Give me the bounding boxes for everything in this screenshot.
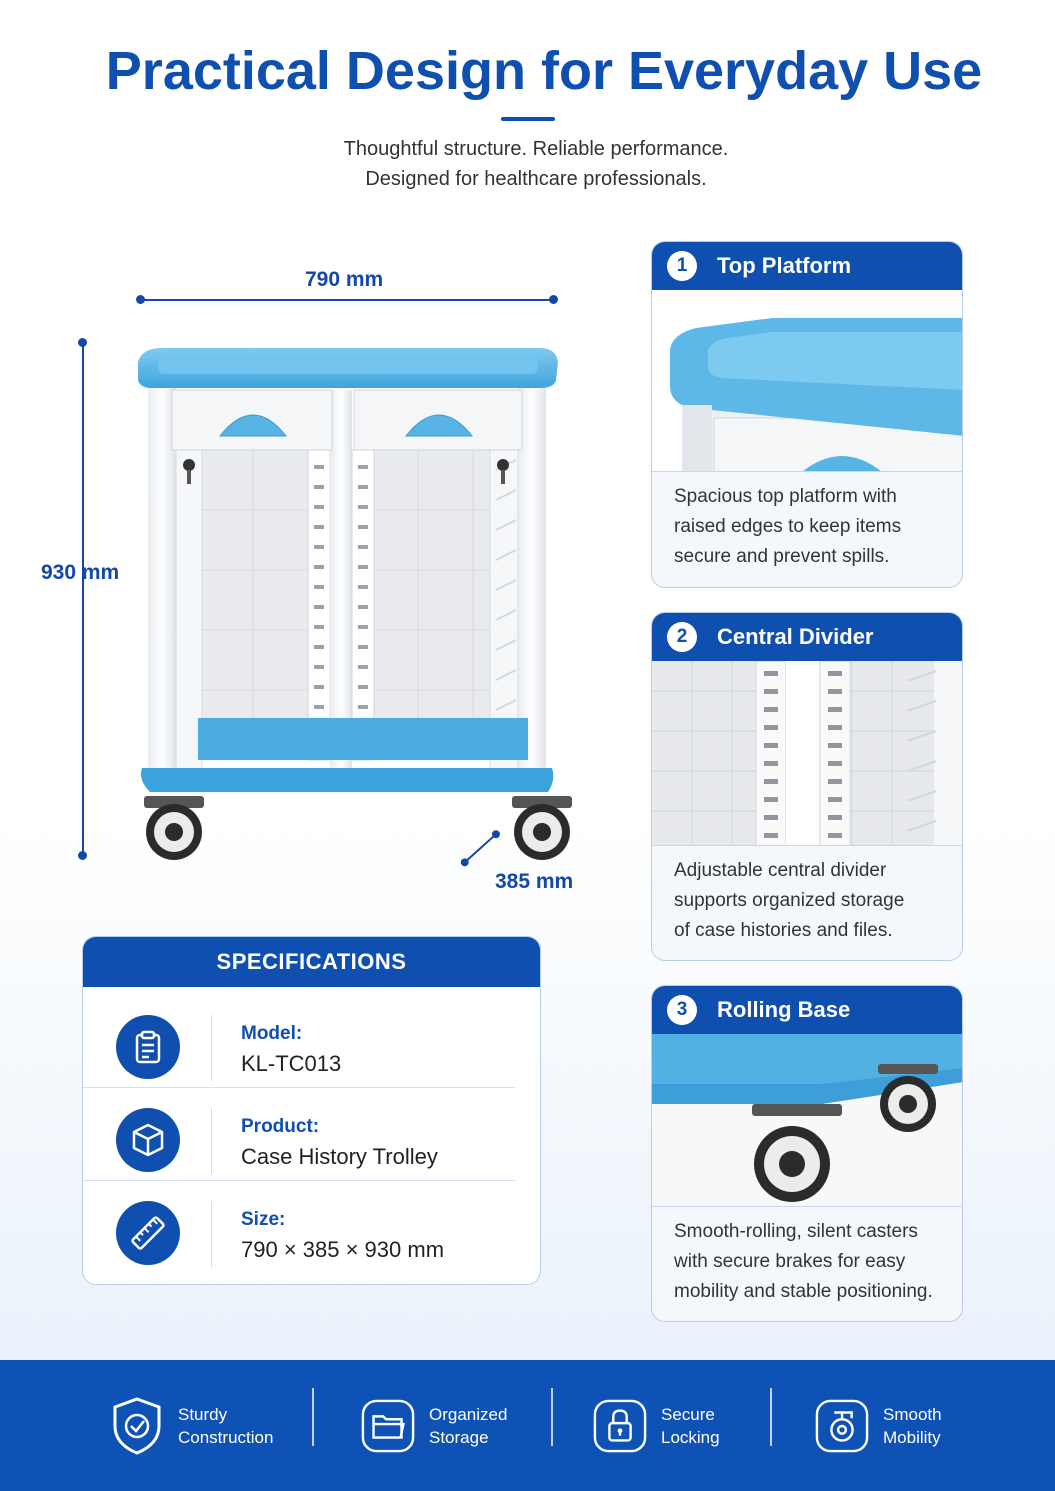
specifications-card: SPECIFICATIONS Model: KL-TC013 Product: … (82, 936, 541, 1285)
feature-text-line: mobility and stable positioning. (674, 1281, 933, 1302)
highlight-line-2: Construction (178, 1427, 274, 1447)
highlight-label: Organized Storage (429, 1403, 507, 1449)
highlight-line-1: Organized (429, 1404, 508, 1424)
top-platform-image (652, 290, 962, 472)
spec-row-size: Size: 790 × 385 × 930 mm (83, 1181, 515, 1274)
height-dimension-label: 930 mm (41, 561, 120, 584)
feature-title: Top Platform (717, 253, 852, 278)
feature-description: Adjustable central divider supports orga… (652, 846, 962, 956)
highlight-line-2: Locking (661, 1427, 720, 1447)
spec-value-size: 790 × 385 × 930 mm (241, 1237, 445, 1262)
highlight-organized-storage: Organized Storage (361, 1360, 507, 1491)
spec-row-product: Product: Case History Trolley (83, 1088, 515, 1181)
feature-text-line: secure and prevent spills. (674, 546, 890, 567)
feature-card-top-platform: 1 Top Platform Spacious top platform wit… (651, 241, 963, 588)
spec-divider (211, 1108, 212, 1174)
page-title: Practical Design for Everyday Use (105, 41, 983, 101)
spec-row-model: Model: KL-TC013 (83, 995, 515, 1088)
highlight-separator (551, 1388, 553, 1446)
spec-divider (211, 1201, 212, 1267)
feature-text-line: Spacious top platform with (674, 486, 897, 507)
trolley-illustration (138, 348, 572, 860)
highlight-separator (770, 1388, 772, 1446)
feature-text-line: Smooth-rolling, silent casters (674, 1221, 918, 1242)
spec-value-product: Case History Trolley (241, 1144, 438, 1169)
highlight-label: Smooth Mobility (883, 1403, 942, 1449)
feature-text-line: of case histories and files. (674, 920, 893, 941)
padlock-icon (593, 1399, 647, 1453)
feature-header: 3 Rolling Base (652, 986, 962, 1034)
feature-card-rolling-base: 3 Rolling Base Smooth-rolling, silent ca… (651, 985, 963, 1322)
feature-card-central-divider: 2 Central Divider Adjustable central div… (651, 612, 963, 961)
feature-text-line: raised edges to keep items (674, 516, 902, 537)
highlight-label: Secure Locking (661, 1403, 720, 1449)
feature-header: 2 Central Divider (652, 613, 962, 661)
feature-number: 3 (667, 995, 697, 1025)
feature-number: 1 (667, 251, 697, 281)
spec-label-size: Size: (241, 1209, 286, 1230)
highlight-secure-locking: Secure Locking (593, 1360, 720, 1491)
width-dimension-line (136, 295, 558, 304)
feature-title: Rolling Base (717, 997, 851, 1022)
title-underline (501, 117, 555, 121)
feature-text-line: with secure brakes for easy (674, 1251, 906, 1272)
feature-header: 1 Top Platform (652, 242, 962, 290)
spec-value-model: KL-TC013 (241, 1051, 342, 1076)
highlight-sturdy-construction: Sturdy Construction (110, 1360, 273, 1491)
depth-dimension-label: 385 mm (495, 870, 574, 893)
highlight-line-2: Storage (429, 1427, 489, 1447)
feature-description: Smooth-rolling, silent casters with secu… (652, 1207, 962, 1317)
feature-number: 2 (667, 622, 697, 652)
highlight-separator (312, 1388, 314, 1446)
box-icon (116, 1108, 180, 1172)
height-dimension-line (78, 338, 87, 860)
feature-title: Central Divider (717, 624, 874, 649)
rolling-base-image (652, 1034, 962, 1207)
highlight-line-2: Mobility (883, 1427, 941, 1447)
feature-description: Spacious top platform with raised edges … (652, 472, 962, 582)
ruler-icon (116, 1201, 180, 1265)
specifications-title: SPECIFICATIONS (83, 937, 540, 987)
highlight-smooth-mobility: Smooth Mobility (815, 1360, 942, 1491)
width-dimension-label: 790 mm (305, 268, 384, 291)
highlight-label: Sturdy Construction (178, 1403, 273, 1449)
feature-text-line: Adjustable central divider (674, 860, 887, 881)
subtitle-line-1: Thoughtful structure. Reliable performan… (343, 138, 729, 160)
subtitle-line-2: Designed for healthcare professionals. (365, 168, 707, 190)
folder-icon (361, 1399, 415, 1453)
highlight-line-1: Secure (661, 1404, 715, 1424)
spec-label-product: Product: (241, 1116, 320, 1137)
shield-check-icon (110, 1396, 164, 1455)
feature-text-line: supports organized storage (674, 890, 905, 911)
highlight-line-1: Smooth (883, 1404, 942, 1424)
feature-highlights-bar: Sturdy Construction Organized Storage Se… (0, 1360, 1055, 1491)
spec-divider (211, 1015, 212, 1081)
clipboard-icon (116, 1015, 180, 1079)
caster-wheel-icon (815, 1399, 869, 1453)
highlight-line-1: Sturdy (178, 1404, 228, 1424)
central-divider-image (652, 661, 962, 846)
spec-label-model: Model: (241, 1023, 303, 1044)
